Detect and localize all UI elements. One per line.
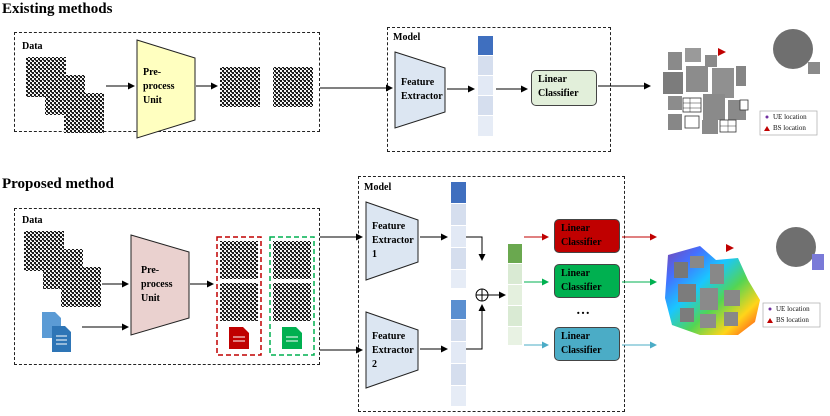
existing-methods-title: Existing methods <box>2 1 113 17</box>
proposed-bs-marker <box>726 244 734 252</box>
proposed-data-box <box>14 208 320 365</box>
proposed-green-image-2 <box>273 283 311 321</box>
existing-legend-ue-label: UE location <box>773 113 807 121</box>
proposed-method-title: Proposed method <box>2 176 114 192</box>
proposed-green-document <box>282 327 302 349</box>
proposed-feature-vector-1 <box>451 182 466 288</box>
proposed-red-image-1 <box>220 241 258 279</box>
proposed-green-group <box>269 236 315 356</box>
existing-legend-ue-marker <box>765 115 769 119</box>
existing-model-label: Model <box>393 32 421 43</box>
existing-data-label: Data <box>22 41 43 52</box>
proposed-data-documents <box>42 312 71 352</box>
existing-preprocess-label: Pre- process Unit <box>143 67 175 106</box>
proposed-feature-extractor-2-label: Feature Extractor 2 <box>372 331 414 370</box>
proposed-feature-extractor-1-label: Feature Extractor 1 <box>372 221 414 260</box>
proposed-red-document <box>229 327 249 349</box>
proposed-linear-classifier-green: Linear Classifier <box>554 264 620 298</box>
proposed-feature-extractor-1 <box>365 201 419 281</box>
existing-data-box <box>14 32 320 132</box>
proposed-data-images <box>24 231 101 307</box>
proposed-legend-bs-label: BS location <box>776 316 809 324</box>
proposed-preprocess-unit <box>130 234 190 336</box>
proposed-red-image-2 <box>220 283 258 321</box>
proposed-merged-vector <box>508 244 522 345</box>
existing-legend-bs-marker <box>764 126 770 131</box>
proposed-linear-classifier-cyan: Linear Classifier <box>554 327 620 361</box>
existing-location-map <box>663 29 820 134</box>
proposed-feature-vector-2 <box>451 300 466 406</box>
existing-preprocess-unit <box>136 39 196 139</box>
existing-legend-bs-label: BS location <box>773 124 806 132</box>
existing-feature-vector <box>478 36 493 136</box>
proposed-green-image-1 <box>273 241 311 279</box>
proposed-linear-classifier-red: Linear Classifier <box>554 219 620 253</box>
existing-linear-classifier: Linear Classifier <box>531 70 597 106</box>
concat-plus-icon <box>475 288 489 302</box>
existing-data-images <box>26 57 104 133</box>
proposed-model-box <box>358 176 625 412</box>
existing-processed-image-1 <box>220 67 260 107</box>
proposed-legend-bs-marker <box>767 318 773 323</box>
proposed-location-map <box>665 227 824 335</box>
existing-bs-marker <box>718 48 726 56</box>
proposed-legend-ue-label: UE location <box>776 305 810 313</box>
proposed-model-label: Model <box>364 182 392 193</box>
proposed-red-group <box>216 236 262 356</box>
existing-feature-extractor-label: Feature Extractor <box>401 77 443 102</box>
existing-feature-extractor <box>394 51 446 129</box>
proposed-legend-ue-marker <box>768 307 772 311</box>
proposed-data-label: Data <box>22 215 43 226</box>
existing-processed-image-2 <box>273 67 313 107</box>
proposed-preprocess-label: Pre- process Unit <box>141 265 173 304</box>
proposed-feature-extractor-2 <box>365 311 419 389</box>
proposed-classifier-ellipsis: … <box>576 303 590 318</box>
